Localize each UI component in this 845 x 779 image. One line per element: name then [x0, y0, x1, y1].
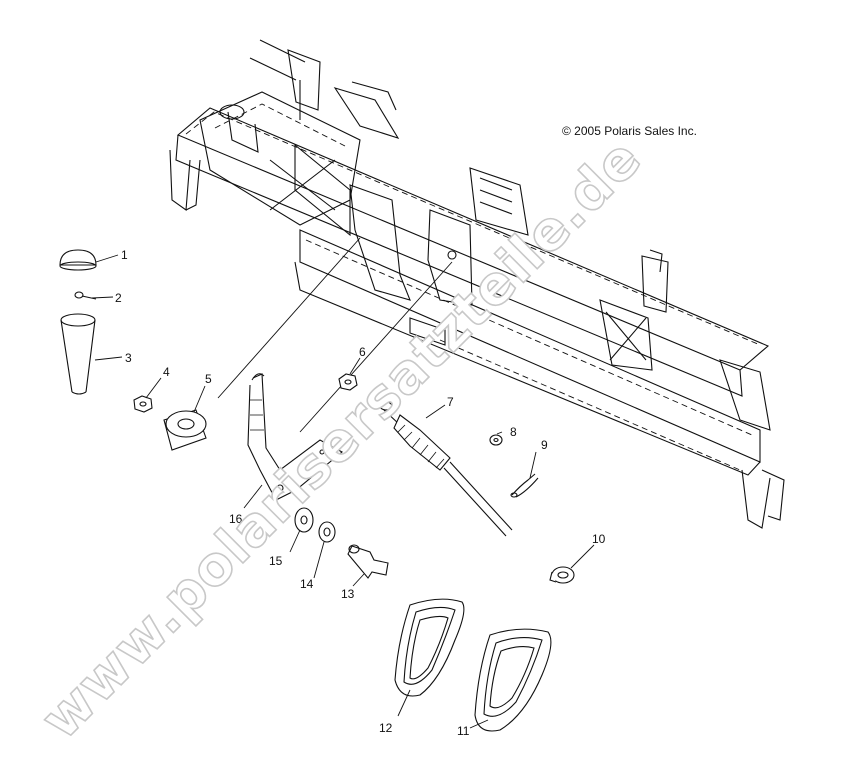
shift-lever-part: [247, 373, 343, 501]
callout-13: 13: [341, 587, 355, 601]
callout-5: 5: [205, 372, 212, 386]
washer-part-15: [294, 507, 314, 533]
callout-14: 14: [300, 577, 314, 591]
clamp-part: [549, 566, 575, 584]
washer-part-8: [489, 434, 503, 446]
leader-lines: [91, 254, 595, 729]
callout-9: 9: [541, 438, 548, 452]
watermark-text: www.polarisersatzteile.de: [29, 126, 654, 751]
nut-part-6: [338, 373, 358, 391]
callout-1: 1: [121, 248, 128, 262]
callout-4: 4: [163, 365, 170, 379]
frame-assembly: [169, 39, 785, 529]
callout-3: 3: [125, 351, 132, 365]
copyright-text: © 2005 Polaris Sales Inc.: [562, 124, 697, 138]
clip-part: [510, 473, 539, 498]
callout-10: 10: [592, 532, 606, 546]
callout-12: 12: [379, 721, 393, 735]
bolt-part: [347, 544, 389, 579]
floor-pad-part-12: [394, 598, 465, 697]
washer-part-14: [318, 521, 336, 543]
callout-16: 16: [229, 512, 243, 526]
callout-2: 2: [115, 291, 122, 305]
nut-part-4: [133, 395, 153, 413]
callout-15: 15: [269, 554, 283, 568]
floor-pad-part-11: [474, 628, 552, 732]
bumper-part: [163, 409, 207, 451]
callout-11: 11: [457, 724, 470, 738]
callout-8: 8: [510, 425, 517, 439]
callout-7: 7: [447, 395, 454, 409]
shift-cable-part: [379, 401, 513, 537]
cap-part: [59, 249, 97, 271]
screw-part: [74, 291, 97, 300]
knob-part: [60, 313, 96, 395]
callout-6: 6: [359, 345, 366, 359]
